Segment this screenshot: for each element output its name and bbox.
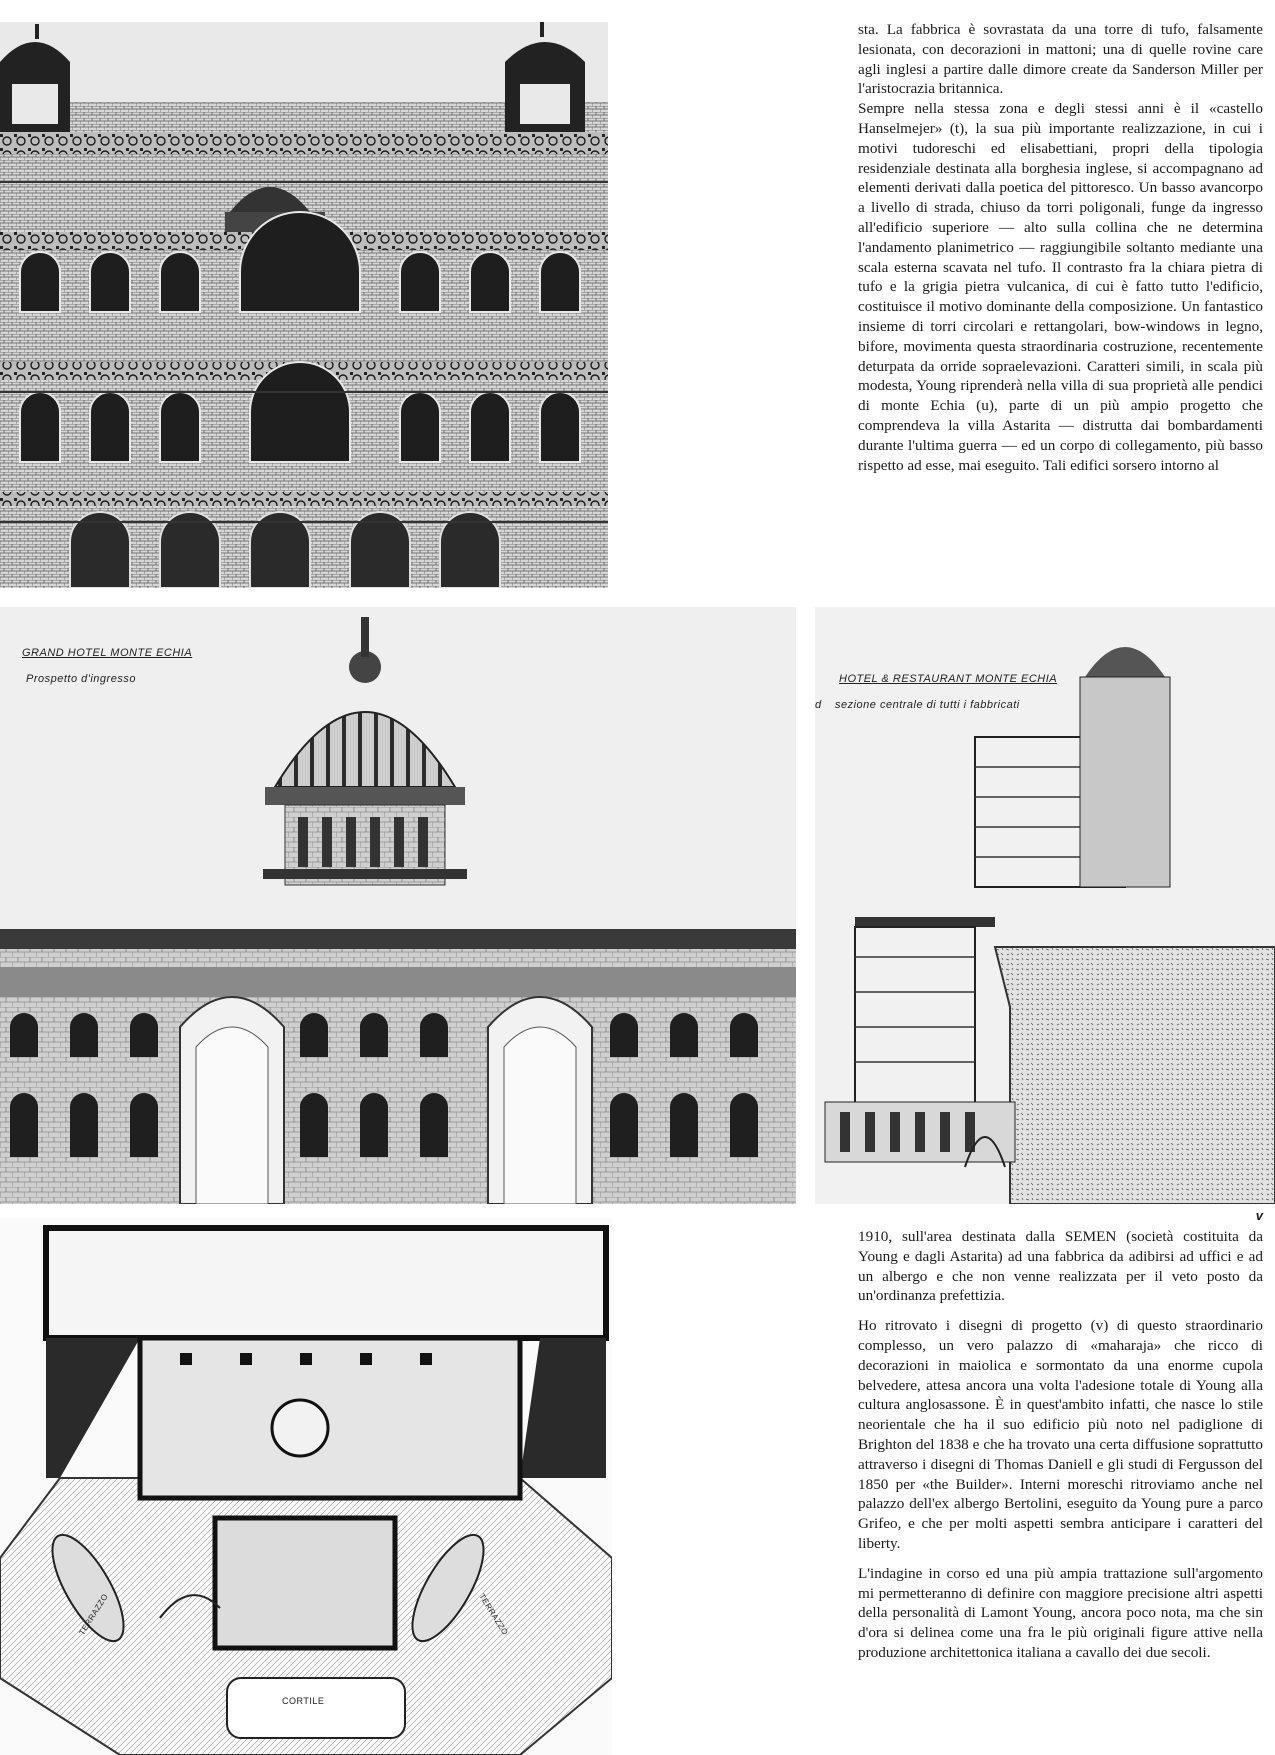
section-subtitle: sezione centrale di tutti i fabbricati (835, 699, 1020, 711)
prospect-subtitle: Prospetto d'ingresso (26, 673, 136, 685)
paragraph: 1910, sull'area destinata dalla SEMEN (s… (858, 1228, 1263, 1305)
paragraph: sta. La fabbrica è sovrastata da una tor… (858, 21, 1263, 98)
hotel-prospect-drawing-figure: GRAND HOTEL MONTE ECHIA Prospetto d'ingr… (0, 607, 796, 1204)
article-text-top: sta. La fabbrica è sovrastata da una tor… (858, 20, 1263, 475)
plan-label-cortile: CORTILE (282, 1696, 325, 1706)
hotel-section-drawing-figure: HOTEL & RESTAURANT MONTE ECHIA d sezione… (815, 607, 1275, 1204)
floor-plan-drawing-figure: CORTILE TERRAZZO TERRAZZO (0, 1218, 612, 1755)
floor-plan-drawing (0, 1225, 612, 1755)
figure-letter: v (1255, 1208, 1263, 1223)
hotel-prospect-drawing (0, 617, 796, 1204)
prospect-title: GRAND HOTEL MONTE ECHIA (22, 647, 193, 659)
paragraph: Sempre nella stessa zona e degli stessi … (858, 100, 1263, 474)
paragraph: L'indagine in corso ed una più ampia tra… (858, 1564, 1263, 1661)
section-letter: d (815, 699, 822, 711)
article-text-bottom: 1910, sull'area destinata dalla SEMEN (s… (858, 1227, 1263, 1673)
section-title: HOTEL & RESTAURANT MONTE ECHIA (839, 673, 1058, 685)
facade-drawing (0, 22, 608, 588)
hotel-section-drawing (824, 647, 1275, 1204)
paragraph: Ho ritrovato i disegni di progetto (v) d… (858, 1317, 1263, 1552)
facade-drawing-figure (0, 22, 608, 588)
